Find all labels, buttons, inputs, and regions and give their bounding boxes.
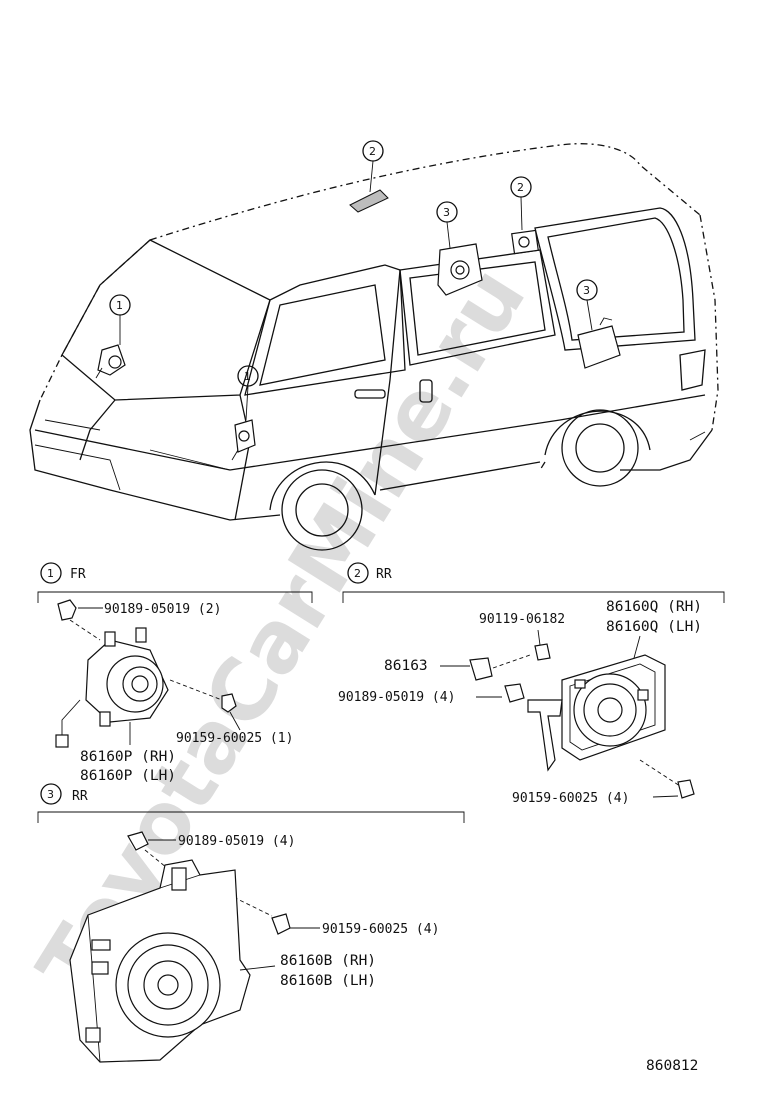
section-2-title: RR [376, 567, 392, 582]
fr-screw-label: 90159-60025 (1) [176, 731, 293, 746]
rr2-clip-label: 90189-05019 (4) [338, 690, 455, 705]
van-illustration [29, 143, 719, 551]
fr-speaker-rh-label: 86160P (RH) [80, 749, 176, 765]
section-3-rr: 3 RR 90189-05019 (4) 90159-60025 (4) 861… [37, 783, 465, 1063]
van-speaker-rr-roof [349, 189, 389, 213]
rr2-speaker-part [527, 654, 666, 772]
fr-screw-part [221, 693, 237, 713]
callout-1-b: 1 [237, 365, 259, 421]
watermark: ToyotaCarMine.ru [19, 250, 545, 1010]
rr3-box-lh-label: 86160B (LH) [280, 973, 376, 989]
rr3-speaker-box-part [69, 859, 251, 1063]
section-1-number: 1 [47, 567, 54, 580]
section-2-rr: 2 RR 86160Q (RH) 86160Q (LH) 90119-06182… [338, 562, 725, 806]
svg-text:1: 1 [244, 370, 251, 383]
rr2-speaker-rh-label: 86160Q (RH) [606, 599, 702, 615]
fr-speaker-part [55, 627, 169, 748]
rr2-screw-label: 90159-60025 (4) [512, 791, 629, 806]
section-3-number: 3 [47, 788, 54, 801]
section-3-title: RR [72, 789, 88, 804]
van-speaker-rr-rear [511, 229, 539, 255]
van-speaker-fr-left [95, 344, 126, 379]
callout-2-a: 2 [362, 140, 384, 193]
rr3-box-rh-label: 86160B (RH) [280, 953, 376, 969]
callout-2-b: 2 [510, 176, 532, 231]
section-1-title: FR [70, 567, 86, 582]
rr2-clip-part [504, 683, 525, 703]
rr2-bolt-label: 90119-06182 [479, 612, 565, 627]
section-2-number: 2 [354, 567, 361, 580]
rr3-screw-label: 90159-60025 (4) [322, 922, 439, 937]
diagram-code: 860812 [646, 1058, 698, 1074]
svg-text:2: 2 [369, 145, 376, 158]
svg-text:3: 3 [443, 206, 450, 219]
rr2-speaker-lh-label: 86160Q (LH) [606, 619, 702, 635]
rr3-clip-part [127, 831, 149, 851]
rr2-bracket-label: 86163 [384, 658, 428, 674]
fr-clip-part [57, 599, 77, 621]
callout-3-a: 3 [436, 201, 458, 249]
svg-text:2: 2 [517, 181, 524, 194]
callout-1-a: 1 [109, 294, 131, 345]
fr-clip-label: 90189-05019 (2) [104, 602, 221, 617]
van-speaker-box-rear [577, 317, 621, 369]
rr2-screw-part [677, 779, 695, 799]
rr3-clip-label: 90189-05019 (4) [178, 834, 295, 849]
rr3-screw-part [271, 913, 291, 935]
van-speaker-box-center [437, 243, 483, 296]
fr-speaker-lh-label: 86160P (LH) [80, 768, 176, 784]
van-speaker-fr-right [231, 419, 256, 461]
svg-text:3: 3 [583, 284, 590, 297]
rr2-bolt-part [534, 643, 551, 661]
rr2-bracket-part [469, 657, 493, 681]
svg-text:1: 1 [116, 299, 123, 312]
section-1-fr: 1 FR 90189-05019 (2) 86160P (RH) 86160P … [37, 562, 313, 784]
callout-3-b: 3 [576, 279, 598, 331]
